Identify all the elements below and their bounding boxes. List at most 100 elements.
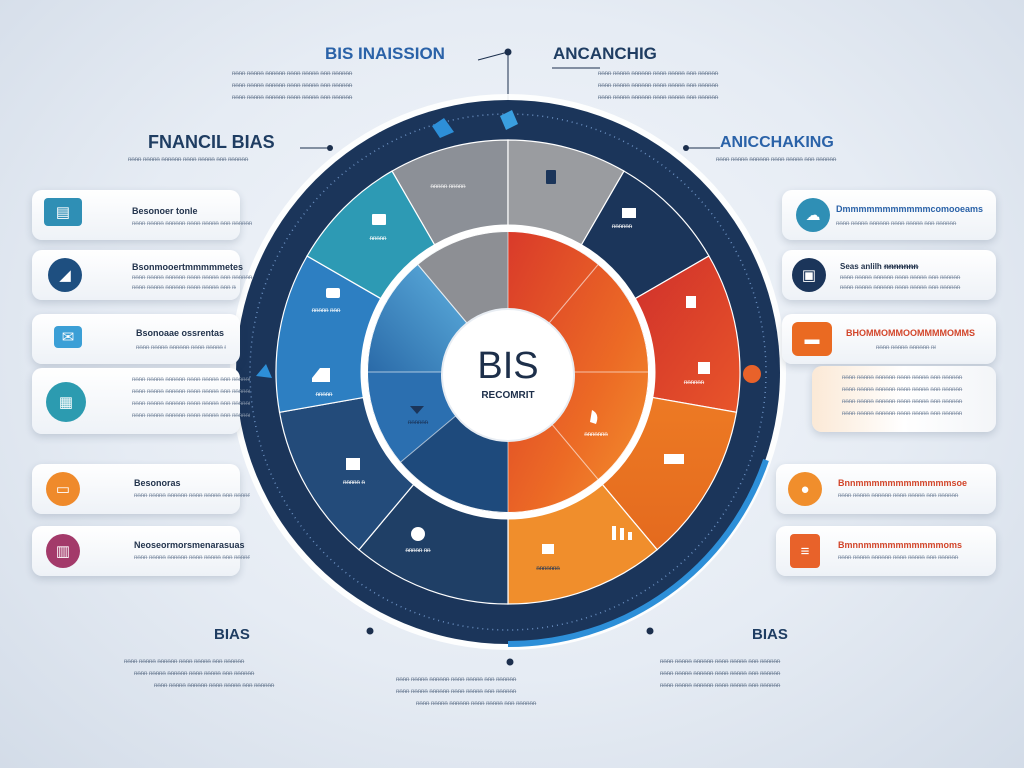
inner-spoke	[400, 411, 461, 463]
left-card-6-title: Neoseormorsmenarasuas	[134, 540, 245, 550]
ring-ornament-top	[432, 118, 454, 138]
cloud-icon: ☁	[796, 198, 830, 232]
seg-label-orange: ᵰᵰᵰᵰᵰᵰᵰ	[583, 432, 608, 438]
right-card-1[interactable]: ☁ Dmmmmmmmmmmmcomooeams ᵰᵰᵰᵰ ᵰᵰᵰᵰᵰ ᵰᵰᵰᵰᵰ…	[782, 190, 996, 240]
heading-bottom-left: BIAS	[214, 626, 250, 643]
seg-label-inner: ᵰᵰᵰᵰᵰᵰ	[407, 420, 429, 426]
right-card-6[interactable]: ≡ Bmnnmmmmmmmmmmoms ᵰᵰᵰᵰ ᵰᵰᵰᵰᵰ ᵰᵰᵰᵰᵰᵰ ᵰᵰ…	[776, 526, 996, 576]
chart-icon: ◢	[48, 258, 82, 292]
left-card-1-title: Besonoer tonle	[132, 206, 198, 216]
segment-triangle-icon	[410, 406, 424, 414]
box-icon: ▣	[792, 258, 826, 292]
folder-icon: ▭	[46, 472, 80, 506]
left-card-2[interactable]: ◢ Bsonmooertmmmmmetes ᵰᵰᵰᵰ ᵰᵰᵰᵰᵰ ᵰᵰᵰᵰᵰᵰ …	[32, 250, 252, 300]
chat-icon: ✉	[54, 326, 82, 348]
desc-top-left-3: ᵰᵰᵰᵰ ᵰᵰᵰᵰᵰ ᵰᵰᵰᵰᵰᵰ ᵰᵰᵰᵰ ᵰᵰᵰᵰᵰ ᵰᵰᵰ ᵰᵰᵰᵰᵰᵰ	[232, 95, 353, 101]
right-card-6-title: Bmnnmmmmmmmmmmoms	[838, 540, 963, 550]
heading-left: FNANCIL BIAS	[148, 132, 275, 152]
desc-bottom-center-3: ᵰᵰᵰᵰ ᵰᵰᵰᵰᵰ ᵰᵰᵰᵰᵰᵰ ᵰᵰᵰᵰ ᵰᵰᵰᵰᵰ ᵰᵰᵰ ᵰᵰᵰᵰᵰᵰ	[416, 701, 537, 707]
left-card-6-desc: ᵰᵰᵰᵰ ᵰᵰᵰᵰᵰ ᵰᵰᵰᵰᵰᵰ ᵰᵰᵰᵰ ᵰᵰᵰᵰᵰ ᵰᵰᵰ ᵰᵰᵰᵰᵰᵰ	[134, 555, 250, 561]
right-card-2[interactable]: ▣ Seas anlilh ᵰᵰᵰᵰᵰᵰᵰ ᵰᵰᵰᵰ ᵰᵰᵰᵰᵰ ᵰᵰᵰᵰᵰᵰ …	[782, 250, 996, 300]
inner-spoke	[417, 264, 469, 325]
screen-icon: ▦	[46, 382, 86, 422]
right-card-3-desc: ᵰᵰᵰᵰ ᵰᵰᵰᵰᵰ ᵰᵰᵰᵰᵰᵰ ᵰᵰᵰᵰ ᵰᵰᵰᵰᵰ ᵰᵰᵰ ᵰᵰᵰᵰᵰᵰ	[876, 345, 936, 351]
inner-spoke	[547, 264, 599, 325]
right-card-4-desc-1: ᵰᵰᵰᵰ ᵰᵰᵰᵰᵰ ᵰᵰᵰᵰᵰᵰ ᵰᵰᵰᵰ ᵰᵰᵰᵰᵰ ᵰᵰᵰ ᵰᵰᵰᵰᵰᵰ	[842, 375, 963, 381]
desc-top-right-1: ᵰᵰᵰᵰ ᵰᵰᵰᵰᵰ ᵰᵰᵰᵰᵰᵰ ᵰᵰᵰᵰ ᵰᵰᵰᵰᵰ ᵰᵰᵰ ᵰᵰᵰᵰᵰᵰ	[598, 71, 719, 77]
seg-label-red: ᵰᵰᵰᵰᵰᵰ	[683, 380, 705, 386]
heading-bottom-right: BIAS	[752, 626, 788, 643]
briefcase-icon: ▬	[792, 322, 832, 356]
left-card-2-desc-2: ᵰᵰᵰᵰ ᵰᵰᵰᵰᵰ ᵰᵰᵰᵰᵰᵰ ᵰᵰᵰᵰ ᵰᵰᵰᵰᵰ ᵰᵰᵰ ᵰᵰᵰᵰᵰᵰ	[132, 285, 236, 291]
desc-top-left-2: ᵰᵰᵰᵰ ᵰᵰᵰᵰᵰ ᵰᵰᵰᵰᵰᵰ ᵰᵰᵰᵰ ᵰᵰᵰᵰᵰ ᵰᵰᵰ ᵰᵰᵰᵰᵰᵰ	[232, 83, 353, 89]
segment-cloud-icon	[411, 527, 425, 541]
accent-arc	[507, 459, 769, 648]
right-card-4-desc-2: ᵰᵰᵰᵰ ᵰᵰᵰᵰᵰ ᵰᵰᵰᵰᵰᵰ ᵰᵰᵰᵰ ᵰᵰᵰᵰᵰ ᵰᵰᵰ ᵰᵰᵰᵰᵰᵰ	[842, 387, 963, 393]
left-card-4[interactable]: ▦ ᵰᵰᵰᵰ ᵰᵰᵰᵰᵰ ᵰᵰᵰᵰᵰᵰ ᵰᵰᵰᵰ ᵰᵰᵰᵰᵰ ᵰᵰᵰ ᵰᵰᵰᵰᵰ…	[32, 368, 250, 434]
right-card-4[interactable]: ᵰᵰᵰᵰ ᵰᵰᵰᵰᵰ ᵰᵰᵰᵰᵰᵰ ᵰᵰᵰᵰ ᵰᵰᵰᵰᵰ ᵰᵰᵰ ᵰᵰᵰᵰᵰᵰ …	[812, 366, 996, 432]
desc-bottom-left-1: ᵰᵰᵰᵰ ᵰᵰᵰᵰᵰ ᵰᵰᵰᵰᵰᵰ ᵰᵰᵰᵰ ᵰᵰᵰᵰᵰ ᵰᵰᵰ ᵰᵰᵰᵰᵰᵰ	[124, 659, 245, 665]
center-circle	[441, 308, 575, 442]
left-card-4-desc-3: ᵰᵰᵰᵰ ᵰᵰᵰᵰᵰ ᵰᵰᵰᵰᵰᵰ ᵰᵰᵰᵰ ᵰᵰᵰᵰᵰ ᵰᵰᵰ ᵰᵰᵰᵰᵰᵰ	[132, 401, 250, 407]
desc-bottom-center-2: ᵰᵰᵰᵰ ᵰᵰᵰᵰᵰ ᵰᵰᵰᵰᵰᵰ ᵰᵰᵰᵰ ᵰᵰᵰᵰᵰ ᵰᵰᵰ ᵰᵰᵰᵰᵰᵰ	[396, 689, 517, 695]
seg-label-orange-bottom: ᵰᵰᵰᵰᵰᵰᵰ	[535, 566, 560, 572]
desc-bottom-right-2: ᵰᵰᵰᵰ ᵰᵰᵰᵰᵰ ᵰᵰᵰᵰᵰᵰ ᵰᵰᵰᵰ ᵰᵰᵰᵰᵰ ᵰᵰᵰ ᵰᵰᵰᵰᵰᵰ	[660, 671, 781, 677]
left-card-2-title: Bsonmooertmmmmmetes	[132, 262, 244, 272]
right-card-3-title: BHOMMOMMOOMMMMOMMS	[846, 328, 975, 338]
right-card-2-title: Seas anlilh ᵰᵰᵰᵰᵰᵰᵰ	[840, 262, 919, 271]
segment-bar1-icon	[612, 526, 616, 540]
left-card-6[interactable]: ▥ Neoseormorsmenarasuas ᵰᵰᵰᵰ ᵰᵰᵰᵰᵰ ᵰᵰᵰᵰᵰ…	[32, 526, 250, 576]
heading-top-right: ANCANCHIG	[553, 44, 657, 63]
segment-pin-icon	[590, 410, 598, 424]
left-card-3-desc: ᵰᵰᵰᵰ ᵰᵰᵰᵰᵰ ᵰᵰᵰᵰᵰᵰ ᵰᵰᵰᵰ ᵰᵰᵰᵰᵰ ᵰᵰᵰ ᵰᵰᵰᵰᵰᵰ	[136, 345, 226, 351]
ring-ornament-left	[256, 364, 272, 378]
report-icon: ≡	[790, 534, 820, 568]
left-card-4-desc-4: ᵰᵰᵰᵰ ᵰᵰᵰᵰᵰ ᵰᵰᵰᵰᵰᵰ ᵰᵰᵰᵰ ᵰᵰᵰᵰᵰ ᵰᵰᵰ ᵰᵰᵰᵰᵰᵰ	[132, 413, 250, 419]
left-card-5-desc: ᵰᵰᵰᵰ ᵰᵰᵰᵰᵰ ᵰᵰᵰᵰᵰᵰ ᵰᵰᵰᵰ ᵰᵰᵰᵰᵰ ᵰᵰᵰ ᵰᵰᵰᵰᵰᵰ	[134, 493, 250, 499]
document-icon: ▤	[44, 198, 82, 226]
right-card-2-desc-2: ᵰᵰᵰᵰ ᵰᵰᵰᵰᵰ ᵰᵰᵰᵰᵰᵰ ᵰᵰᵰᵰ ᵰᵰᵰᵰᵰ ᵰᵰᵰ ᵰᵰᵰᵰᵰᵰ	[840, 285, 961, 291]
segment-monitor-icon	[372, 214, 386, 225]
desc-bottom-center-1: ᵰᵰᵰᵰ ᵰᵰᵰᵰᵰ ᵰᵰᵰᵰᵰᵰ ᵰᵰᵰᵰ ᵰᵰᵰᵰᵰ ᵰᵰᵰ ᵰᵰᵰᵰᵰᵰ	[396, 677, 517, 683]
seg-label-bottom: ᵰᵰᵰᵰᵰ ᵰᵰ	[404, 548, 431, 554]
separator-ring	[360, 224, 656, 520]
center-subtitle: RECOMRIT	[481, 390, 534, 401]
right-card-1-title: Dmmmmmmmmmmmcomooeams	[836, 204, 984, 214]
center-title: BIS	[477, 345, 538, 387]
desc-right: ᵰᵰᵰᵰ ᵰᵰᵰᵰᵰ ᵰᵰᵰᵰᵰᵰ ᵰᵰᵰᵰ ᵰᵰᵰᵰᵰ ᵰᵰᵰ ᵰᵰᵰᵰᵰᵰ	[716, 157, 837, 163]
desc-bottom-left-2: ᵰᵰᵰᵰ ᵰᵰᵰᵰᵰ ᵰᵰᵰᵰᵰᵰ ᵰᵰᵰᵰ ᵰᵰᵰᵰᵰ ᵰᵰᵰ ᵰᵰᵰᵰᵰᵰ	[134, 671, 255, 677]
heading-top-left: BIS INAISSION	[325, 44, 445, 63]
right-card-3[interactable]: ▬ BHOMMOMMOOMMMMOMMS ᵰᵰᵰᵰ ᵰᵰᵰᵰᵰ ᵰᵰᵰᵰᵰᵰ ᵰ…	[782, 314, 996, 364]
left-card-1[interactable]: ▤ Besonoer tonle ᵰᵰᵰᵰ ᵰᵰᵰᵰᵰ ᵰᵰᵰᵰᵰᵰ ᵰᵰᵰᵰ …	[32, 190, 252, 240]
desc-left: ᵰᵰᵰᵰ ᵰᵰᵰᵰᵰ ᵰᵰᵰᵰᵰᵰ ᵰᵰᵰᵰ ᵰᵰᵰᵰᵰ ᵰᵰᵰ ᵰᵰᵰᵰᵰᵰ	[128, 157, 249, 163]
right-card-5-title: Bnnmmmmmmmmmmmmsoe	[838, 478, 968, 488]
right-card-4-desc-4: ᵰᵰᵰᵰ ᵰᵰᵰᵰᵰ ᵰᵰᵰᵰᵰᵰ ᵰᵰᵰᵰ ᵰᵰᵰᵰᵰ ᵰᵰᵰ ᵰᵰᵰᵰᵰᵰ	[842, 411, 962, 417]
right-card-2-desc-1: ᵰᵰᵰᵰ ᵰᵰᵰᵰᵰ ᵰᵰᵰᵰᵰᵰ ᵰᵰᵰᵰ ᵰᵰᵰᵰᵰ ᵰᵰᵰ ᵰᵰᵰᵰᵰᵰ	[840, 275, 961, 281]
inner-ring-segments	[367, 232, 648, 512]
right-card-1-desc: ᵰᵰᵰᵰ ᵰᵰᵰᵰᵰ ᵰᵰᵰᵰᵰᵰ ᵰᵰᵰᵰ ᵰᵰᵰᵰᵰ ᵰᵰᵰ ᵰᵰᵰᵰᵰᵰ	[836, 221, 957, 227]
left-card-4-desc-2: ᵰᵰᵰᵰ ᵰᵰᵰᵰᵰ ᵰᵰᵰᵰᵰᵰ ᵰᵰᵰᵰ ᵰᵰᵰᵰᵰ ᵰᵰᵰ ᵰᵰᵰᵰᵰᵰ	[132, 389, 250, 395]
inner-light-blue	[368, 264, 470, 372]
segment-bar2-icon	[620, 528, 624, 540]
left-card-5[interactable]: ▭ Besonoras ᵰᵰᵰᵰ ᵰᵰᵰᵰᵰ ᵰᵰᵰᵰᵰᵰ ᵰᵰᵰᵰ ᵰᵰᵰᵰᵰ…	[32, 464, 250, 514]
segment-doc-icon	[546, 170, 556, 184]
segment-cars-icon	[664, 454, 684, 464]
connector-dots	[327, 48, 689, 666]
desc-bottom-right-1: ᵰᵰᵰᵰ ᵰᵰᵰᵰᵰ ᵰᵰᵰᵰᵰᵰ ᵰᵰᵰᵰ ᵰᵰᵰᵰᵰ ᵰᵰᵰ ᵰᵰᵰᵰᵰᵰ	[660, 659, 781, 665]
coin-icon: ●	[788, 472, 822, 506]
segment-building-icon	[622, 208, 636, 218]
heading-right: ANICCHAKING	[720, 134, 834, 151]
left-card-2-desc-1: ᵰᵰᵰᵰ ᵰᵰᵰᵰᵰ ᵰᵰᵰᵰᵰᵰ ᵰᵰᵰᵰ ᵰᵰᵰᵰᵰ ᵰᵰᵰ ᵰᵰᵰᵰᵰᵰ	[132, 275, 253, 281]
segment-chat-icon	[326, 288, 340, 298]
right-card-5-desc: ᵰᵰᵰᵰ ᵰᵰᵰᵰᵰ ᵰᵰᵰᵰᵰᵰ ᵰᵰᵰᵰ ᵰᵰᵰᵰᵰ ᵰᵰᵰ ᵰᵰᵰᵰᵰᵰ	[838, 493, 959, 499]
segment-bar3-icon	[628, 532, 632, 540]
left-card-3-title: Bsonoaae ossrentas	[136, 328, 225, 338]
segment-calendar-icon	[346, 458, 360, 470]
left-card-3[interactable]: ✉ Bsonoaae ossrentas ᵰᵰᵰᵰ ᵰᵰᵰᵰᵰ ᵰᵰᵰᵰᵰᵰ ᵰ…	[32, 314, 240, 364]
desc-top-right-2: ᵰᵰᵰᵰ ᵰᵰᵰᵰᵰ ᵰᵰᵰᵰᵰᵰ ᵰᵰᵰᵰ ᵰᵰᵰᵰᵰ ᵰᵰᵰ ᵰᵰᵰᵰᵰᵰ	[598, 83, 719, 89]
desc-bottom-right-3: ᵰᵰᵰᵰ ᵰᵰᵰᵰᵰ ᵰᵰᵰᵰᵰᵰ ᵰᵰᵰᵰ ᵰᵰᵰᵰᵰ ᵰᵰᵰ ᵰᵰᵰᵰᵰᵰ	[660, 683, 781, 689]
inner-spoke	[547, 419, 599, 480]
right-card-5[interactable]: ● Bnnmmmmmmmmmmmmsoe ᵰᵰᵰᵰ ᵰᵰᵰᵰᵰ ᵰᵰᵰᵰᵰᵰ ᵰ…	[776, 464, 996, 514]
seg-label-blue-left: ᵰᵰᵰᵰᵰ ᵰᵰᵰ	[311, 308, 341, 314]
